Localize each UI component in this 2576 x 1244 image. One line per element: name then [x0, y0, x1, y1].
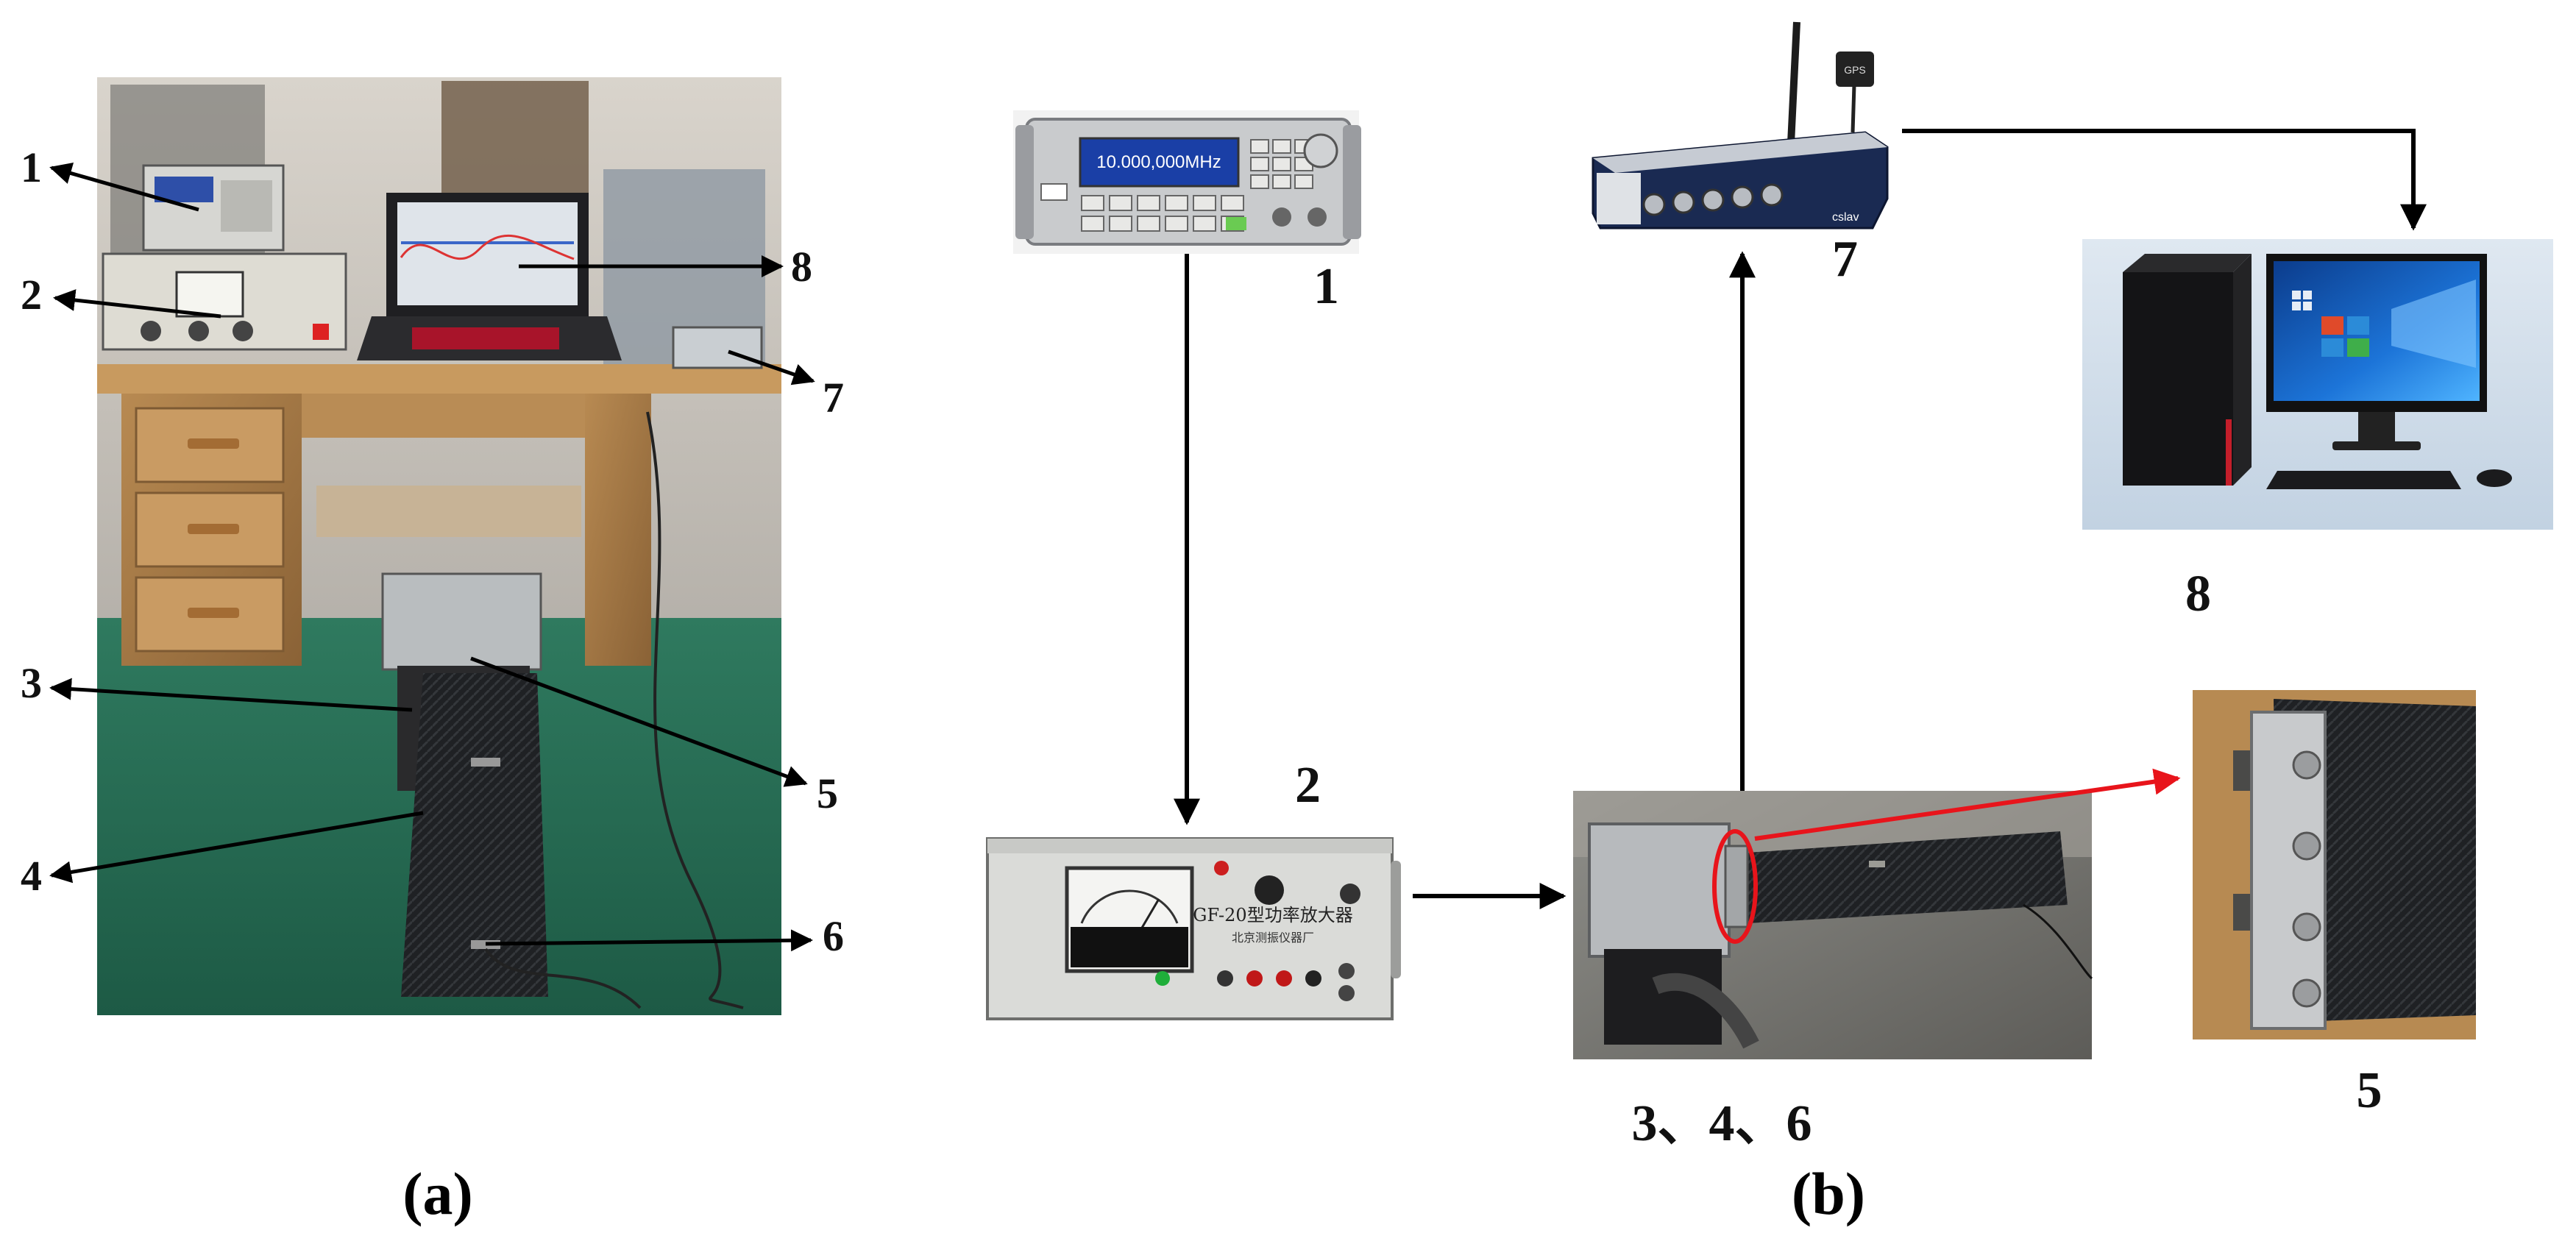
callout-arrow-5	[470, 656, 808, 787]
test-rig-image	[1573, 791, 2093, 1059]
label-computer: 8	[2185, 566, 2211, 622]
gps-antenna-label: GPS	[1844, 64, 1866, 76]
callout-arrow-2	[53, 289, 221, 319]
panel-b-flow-arrows	[1174, 129, 2427, 909]
panel-a-photo	[97, 77, 781, 1015]
clamp-highlight-ellipse	[1712, 829, 1758, 944]
callout-label-5: 5	[817, 769, 838, 817]
callout-label-4: 4	[21, 852, 42, 900]
label-generator: 1	[1313, 258, 1339, 315]
computer-image	[2082, 239, 2553, 530]
power-amplifier-image: GF-20型功率放大器 北京测振仪器厂	[986, 831, 1401, 1023]
callout-label-7: 7	[823, 374, 844, 422]
daq-brand-text: cslav	[1832, 211, 1859, 224]
callout-arrow-3	[49, 678, 413, 712]
amplifier-maker-text: 北京测振仪器厂	[1232, 931, 1314, 945]
label-amplifier: 2	[1295, 757, 1321, 814]
callout-label-3: 3	[21, 659, 42, 707]
callout-arrow-6	[485, 929, 813, 952]
label-daq: 7	[1832, 231, 1858, 288]
callout-arrow-7	[728, 349, 815, 385]
callout-arrow-4	[49, 811, 424, 884]
callout-label-8: 8	[791, 243, 812, 291]
label-clamp: 5	[2357, 1062, 2382, 1119]
function-generator-image: 10.000,000MHz	[1013, 110, 1361, 254]
arrow-daq-to-computer	[1902, 129, 2427, 231]
clamp-closeup-image	[2193, 690, 2476, 1039]
generator-display-readout: 10.000,000MHz	[1096, 152, 1221, 172]
panel-b-caption: (b)	[1792, 1160, 1865, 1227]
daq-box-image: GPS cslav	[1592, 21, 1889, 230]
label-test-rig: 3、4、6	[1632, 1095, 1812, 1152]
callout-arrow-1	[49, 162, 199, 212]
amplifier-model-text: GF-20型功率放大器	[1193, 905, 1352, 925]
panel-a-caption: (a)	[402, 1160, 473, 1227]
callout-label-1: 1	[21, 143, 42, 191]
callout-label-2: 2	[21, 271, 42, 319]
panel-a-callout-arrows	[49, 162, 815, 952]
callout-label-6: 6	[823, 912, 844, 960]
arrow-highlight-to-clamp	[1754, 768, 2181, 841]
